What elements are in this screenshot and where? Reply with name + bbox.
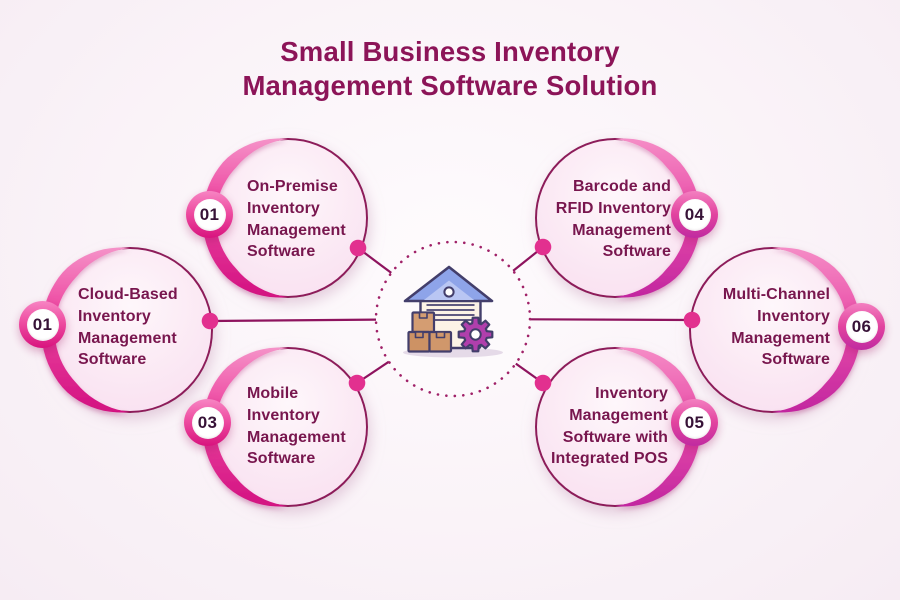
node-label-line: Management [247,221,346,239]
node-badge-number: 04 [678,198,711,231]
connector-dots [201,238,701,392]
node-label-line: Inventory [247,406,320,424]
node-ring-arc [772,247,861,413]
node-badge-barcode-rfid: 04 [671,191,718,238]
node-ring-arc [615,347,701,507]
node-label-line: On-Premise [247,178,338,195]
node-label-line: Integrated POS [551,450,668,468]
node-badge-number: 05 [678,406,711,439]
node-ring-arc [202,138,288,298]
node-label-line: Software [761,351,830,369]
connector-dot [534,374,552,392]
connector-dot [201,312,219,330]
node-badge-integrated-pos: 05 [671,399,718,446]
warehouse-window [443,286,455,298]
node-label-line: Management [572,221,671,239]
node-label-integrated-pos: Inventory Management Software with Integ… [551,383,668,470]
node-label-line: Software [602,243,671,261]
node-label-line: Inventory [757,307,830,325]
node-label-line: RFID Inventory [555,199,671,217]
node-label-line: Software [247,450,316,468]
node-label-barcode-rfid: Barcode and RFID Inventory Management So… [556,176,671,263]
node-label-line: Cloud-Based [78,286,178,303]
boxes-icon [407,311,453,353]
node-badge-number: 01 [26,308,59,341]
node-label-line: Management [78,329,177,347]
connector-line [529,318,693,322]
page-title: Small Business Inventory Management Soft… [0,35,900,103]
node-ring-arc [615,138,701,298]
node-label-line: Inventory [247,199,320,217]
node-badge-on-premise: 01 [186,191,233,238]
node-label-line: Software [78,351,147,369]
node-badge-cloud-based: 01 [19,301,66,348]
node-label-mobile: Mobile Inventory Management Software [247,383,346,470]
gear-center-hole [469,328,482,341]
node-badge-mobile: 03 [184,399,231,446]
node-label-line: Multi-Channel [722,286,830,303]
connector-dot [348,374,366,392]
node-ring-arc [41,247,130,413]
connector-dot [683,311,701,329]
node-label-line: Inventory [78,307,151,325]
node-label-line: Management [247,428,346,446]
warehouse-icon [403,265,503,358]
node-label-line: Management [569,406,668,424]
node-badge-multi-channel: 06 [838,303,885,350]
title-line-2: Management Software Solution [242,70,658,101]
node-label-cloud-based: Cloud-Based Inventory Management Softwar… [78,284,178,371]
node-label-multi-channel: Multi-Channel Inventory Management Softw… [723,284,830,371]
node-label-on-premise: On-Premise Inventory Management Software [247,176,346,263]
connector-dot [349,239,367,257]
connector-line [209,318,377,323]
node-badge-number: 01 [193,198,226,231]
node-ring-arc [202,347,288,507]
node-label-line: Software with [562,428,668,446]
node-circles [41,138,861,507]
connector-dot [534,238,552,256]
node-badge-number: 06 [845,310,878,343]
title-line-1: Small Business Inventory [280,36,620,67]
node-label-line: Mobile [247,385,299,402]
node-label-line: Inventory [595,385,668,402]
node-label-line: Management [731,329,830,347]
node-label-line: Barcode and [572,178,671,195]
node-badge-number: 03 [191,406,224,439]
node-label-line: Software [247,243,316,261]
